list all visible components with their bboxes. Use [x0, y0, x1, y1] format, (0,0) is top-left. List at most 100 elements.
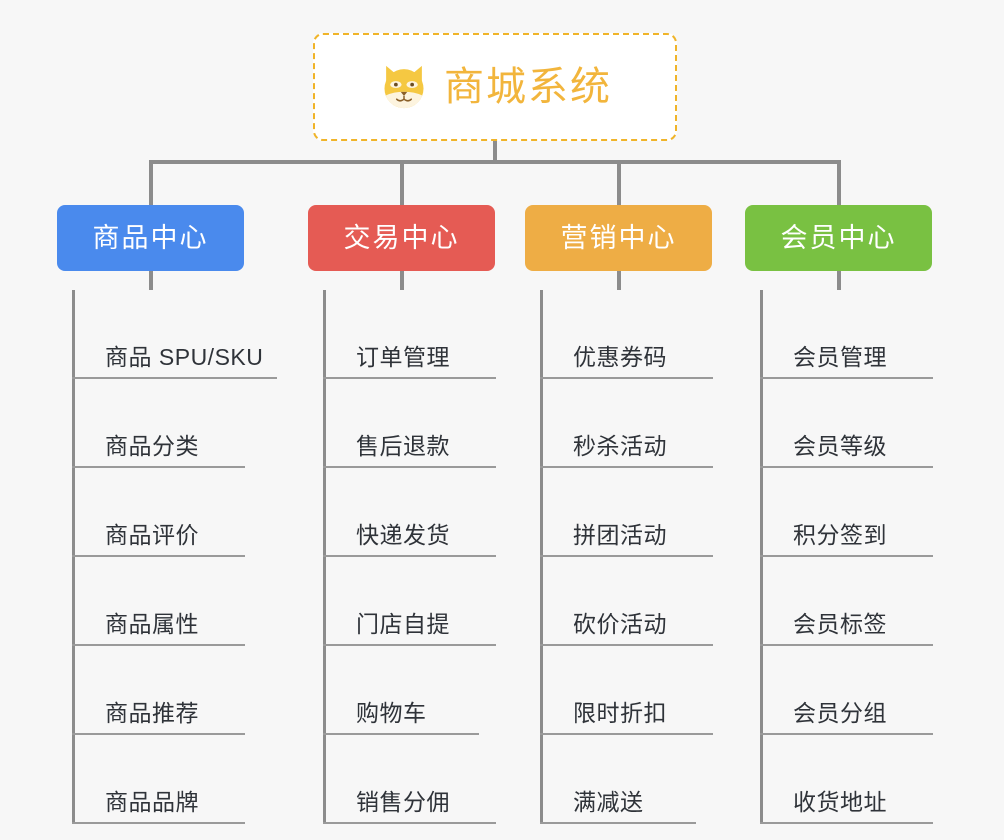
leaf-item[interactable]: 拼团活动	[540, 468, 713, 557]
category-stem-connector-1	[148, 271, 153, 290]
root-title: 商城系统	[444, 65, 612, 109]
leaf-item-label: 秒杀活动	[573, 433, 667, 459]
leaf-item-label: 会员等级	[793, 433, 887, 459]
category-box-2[interactable]: 交易中心	[308, 205, 495, 271]
leaf-item[interactable]: 会员管理	[760, 290, 933, 379]
leaf-item-label: 商品分类	[105, 433, 199, 459]
leaf-spine	[760, 290, 763, 824]
leaf-item-rule	[72, 822, 245, 824]
leaf-item[interactable]: 会员等级	[760, 379, 933, 468]
leaf-item-rule	[323, 733, 479, 735]
leaf-item[interactable]: 商品评价	[72, 468, 263, 557]
leaf-spine	[323, 290, 326, 824]
leaf-item[interactable]: 快递发货	[323, 468, 496, 557]
category-label: 会员中心	[780, 222, 897, 253]
leaf-item[interactable]: 购物车	[323, 646, 479, 735]
leaf-column-1: 商品 SPU/SKU 商品分类商品评价商品属性商品推荐商品品牌	[72, 290, 277, 824]
leaf-item[interactable]: 门店自提	[323, 557, 496, 646]
leaf-item-label: 商品 SPU/SKU	[105, 344, 264, 370]
leaf-item-label: 限时折扣	[573, 700, 667, 726]
category-label: 营销中心	[560, 222, 677, 253]
leaf-item-rule	[540, 377, 713, 379]
leaf-item-label: 收货地址	[793, 789, 887, 815]
leaf-item-rule	[323, 377, 496, 379]
leaf-item-rule	[540, 644, 713, 646]
category-label: 交易中心	[343, 222, 460, 253]
branch-drop-connector-4	[836, 160, 841, 205]
leaf-column-2: 订单管理售后退款快递发货门店自提购物车销售分佣	[323, 290, 496, 824]
leaf-item[interactable]: 商品分类	[72, 379, 263, 468]
leaf-spine	[72, 290, 75, 824]
leaf-item-label: 会员标签	[793, 611, 887, 637]
root-node[interactable]: 商城系统	[313, 33, 677, 141]
leaf-item-rule	[760, 733, 933, 735]
root-stem-connector	[493, 141, 497, 164]
branch-drop-connector-2	[399, 160, 404, 205]
leaf-column-4: 会员管理会员等级积分签到会员标签会员分组收货地址	[760, 290, 933, 824]
leaf-item-rule	[323, 644, 496, 646]
leaf-item[interactable]: 收货地址	[760, 735, 933, 824]
leaf-item-label: 满减送	[573, 789, 644, 815]
leaf-item-label: 商品推荐	[105, 700, 199, 726]
leaf-item[interactable]: 商品推荐	[72, 646, 263, 735]
branch-drop-connector-1	[148, 160, 153, 205]
leaf-item-rule	[323, 466, 496, 468]
leaf-item-rule	[540, 733, 713, 735]
leaf-item[interactable]: 商品品牌	[72, 735, 263, 824]
leaf-item-label: 购物车	[356, 700, 427, 726]
shiba-dog-face-icon	[384, 65, 424, 109]
leaf-spine	[540, 290, 543, 824]
leaf-item-label: 积分签到	[793, 522, 887, 548]
leaf-item-rule	[72, 555, 245, 557]
category-stem-connector-3	[616, 271, 621, 290]
horizontal-branch-connector	[150, 160, 839, 164]
leaf-item[interactable]: 秒杀活动	[540, 379, 713, 468]
leaf-item-label: 会员管理	[793, 344, 887, 370]
leaf-item-rule	[760, 644, 933, 646]
branch-drop-connector-3	[616, 160, 621, 205]
leaf-item-label: 售后退款	[356, 433, 450, 459]
leaf-item[interactable]: 售后退款	[323, 379, 496, 468]
leaf-item-rule	[760, 466, 933, 468]
leaf-item-label: 门店自提	[356, 611, 450, 637]
leaf-item-rule	[72, 644, 245, 646]
leaf-item-rule	[760, 555, 933, 557]
leaf-item-label: 优惠券码	[573, 344, 667, 370]
leaf-item-rule	[760, 377, 933, 379]
leaf-item-label: 销售分佣	[356, 789, 450, 815]
leaf-item[interactable]: 会员分组	[760, 646, 933, 735]
leaf-item-label: 商品评价	[105, 522, 199, 548]
leaf-item[interactable]: 商品属性	[72, 557, 263, 646]
leaf-item-rule	[72, 377, 277, 379]
leaf-item-label: 砍价活动	[573, 611, 667, 637]
leaf-item[interactable]: 订单管理	[323, 290, 496, 379]
leaf-item[interactable]: 会员标签	[760, 557, 933, 646]
leaf-item-rule	[72, 733, 245, 735]
leaf-item-rule	[540, 466, 713, 468]
leaf-item-rule	[72, 466, 245, 468]
leaf-item-label: 商品属性	[105, 611, 199, 637]
leaf-item-rule	[540, 555, 713, 557]
leaf-column-3: 优惠券码秒杀活动拼团活动砍价活动限时折扣满减送	[540, 290, 713, 824]
leaf-item[interactable]: 积分签到	[760, 468, 933, 557]
leaf-item[interactable]: 销售分佣	[323, 735, 496, 824]
category-box-3[interactable]: 营销中心	[525, 205, 712, 271]
category-box-4[interactable]: 会员中心	[745, 205, 932, 271]
leaf-item[interactable]: 商品 SPU/SKU	[72, 290, 277, 379]
leaf-item-label: 订单管理	[356, 344, 450, 370]
leaf-item-rule	[540, 822, 696, 824]
category-box-1[interactable]: 商品中心	[57, 205, 244, 271]
leaf-item-rule	[760, 822, 933, 824]
leaf-item-rule	[323, 822, 496, 824]
leaf-item-rule	[323, 555, 496, 557]
leaf-item-label: 拼团活动	[573, 522, 667, 548]
leaf-item[interactable]: 优惠券码	[540, 290, 713, 379]
leaf-item[interactable]: 砍价活动	[540, 557, 713, 646]
leaf-item[interactable]: 满减送	[540, 735, 696, 824]
category-stem-connector-2	[399, 271, 404, 290]
category-stem-connector-4	[836, 271, 841, 290]
leaf-item[interactable]: 限时折扣	[540, 646, 713, 735]
leaf-item-label: 快递发货	[356, 522, 450, 548]
leaf-item-label: 会员分组	[793, 700, 887, 726]
